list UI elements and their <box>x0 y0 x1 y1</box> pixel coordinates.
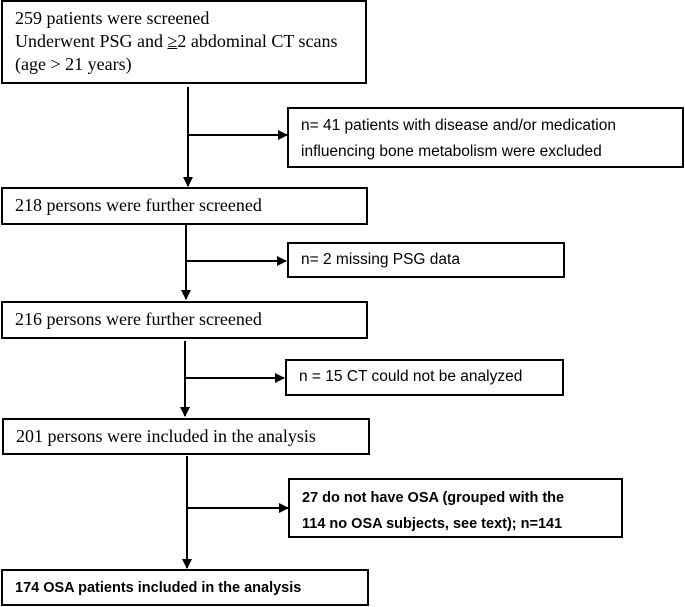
criteria-text-a: Underwent PSG and <box>15 31 168 51</box>
box-218: 218 persons were further screened <box>1 187 368 225</box>
screened-text: 259 patients were screened <box>15 8 210 28</box>
ct-not-analyzed-text: n = 15 CT could not be analyzed <box>299 368 523 385</box>
box-excluded-41: n= 41 patients with disease and/or medic… <box>287 107 684 168</box>
box-216: 216 persons were further screened <box>1 301 368 339</box>
box-201: 201 persons were included in the analysi… <box>2 418 370 455</box>
box-216-text: 216 persons were further screened <box>15 309 262 329</box>
ge-symbol: ≥ <box>167 31 178 51</box>
excluded-41-line-2: influencing bone metabolism were exclude… <box>301 143 602 160</box>
criteria-text: Underwent PSG and ≥2 abdominal CT scans <box>15 30 365 53</box>
box-218-text: 218 persons were further screened <box>15 195 262 215</box>
age-text: (age > 21 years) <box>15 54 132 74</box>
box-174-osa: 174 OSA patients included in the analysi… <box>1 569 369 606</box>
box-174-text: 174 OSA patients included in the analysi… <box>15 580 302 596</box>
box-missing-psg: n= 2 missing PSG data <box>287 242 565 278</box>
no-osa-line-1: 27 do not have OSA (grouped with the <box>302 490 565 506</box>
missing-psg-text: n= 2 missing PSG data <box>301 251 460 268</box>
excluded-41-line-1: n= 41 patients with disease and/or medic… <box>301 117 616 134</box>
box-ct-not-analyzed: n = 15 CT could not be analyzed <box>285 359 564 396</box>
no-osa-line-2: 114 no OSA subjects, see text); n=141 <box>302 516 563 532</box>
box-no-osa: 27 do not have OSA (grouped with the 114… <box>288 478 623 538</box>
box-screened: 259 patients were screened Underwent PSG… <box>1 0 367 84</box>
box-201-text: 201 persons were included in the analysi… <box>16 426 316 446</box>
criteria-text-b: 2 abdominal CT scans <box>177 31 338 51</box>
